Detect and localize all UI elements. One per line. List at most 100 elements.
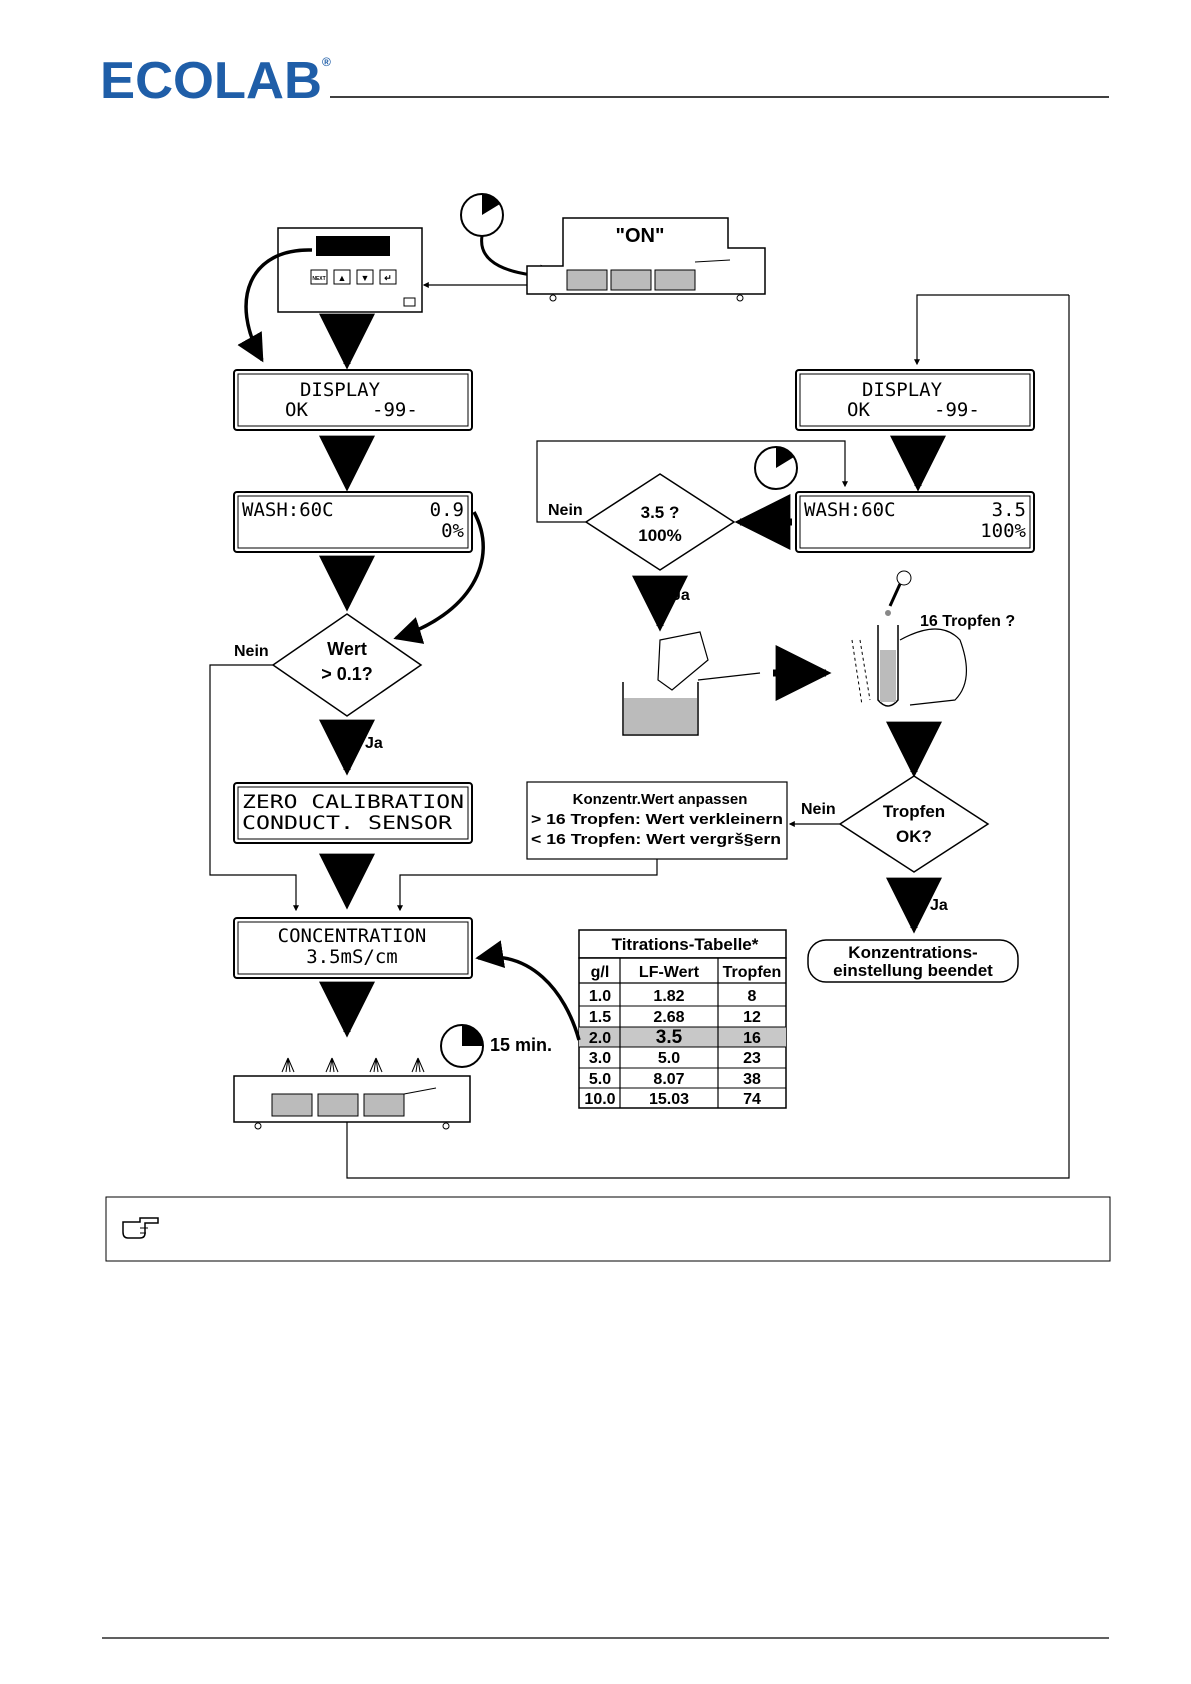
svg-text:3.5mS/cm: 3.5mS/cm — [306, 946, 398, 968]
controller-unit: NEXT ▲ ▼ ↵ — [277, 227, 423, 313]
svg-text:10.0: 10.0 — [584, 1091, 615, 1108]
svg-text:OK: OK — [847, 399, 870, 421]
check-no-label: Nein — [548, 502, 583, 519]
svg-text:3.5 ?: 3.5 ? — [641, 503, 680, 522]
end-box: Konzentrations- einstellung beendet — [807, 939, 1019, 983]
controller-keys: NEXT ▲ ▼ ↵ — [310, 269, 397, 285]
lcd-display-ok-right: DISPLAY OK -99- — [795, 369, 1035, 431]
svg-text:< 16 Tropfen: Wert vergrš§ern: < 16 Tropfen: Wert vergrš§ern — [531, 831, 781, 848]
svg-text:3.5: 3.5 — [992, 499, 1026, 521]
wert-yes-label: Ja — [365, 735, 383, 752]
svg-text:> 16 Tropfen: Wert verkleinern: > 16 Tropfen: Wert verkleinern — [531, 811, 783, 828]
svg-text:100%: 100% — [638, 526, 681, 545]
check-yes-label: Ja — [672, 587, 690, 604]
wert-no-path — [209, 664, 299, 912]
svg-text:0.9: 0.9 — [430, 499, 464, 521]
lcd-zero-calibration: ZERO CALIBRATION CONDUCT. SENSOR — [233, 782, 473, 844]
svg-text:DISPLAY: DISPLAY — [862, 379, 943, 401]
clock-icon-top — [460, 193, 504, 237]
svg-text:einstellung beendet: einstellung beendet — [833, 961, 993, 980]
svg-text:WASH:60C: WASH:60C — [242, 499, 334, 521]
lcd-wash-right: WASH:60C 3.5 100% — [795, 491, 1035, 553]
clock-icon-middle — [754, 446, 798, 490]
sample-beaker-illustration — [622, 631, 761, 736]
pointing-hand-icon — [122, 1217, 159, 1239]
svg-text:Tropfen: Tropfen — [883, 802, 945, 821]
svg-text:3.0: 3.0 — [589, 1050, 611, 1067]
svg-text:1.82: 1.82 — [653, 988, 684, 1005]
lcd-wash-left: WASH:60C 0.9 0% — [233, 491, 473, 553]
svg-text:8.07: 8.07 — [653, 1071, 684, 1088]
drops-question: 16 Tropfen ? — [920, 613, 1015, 630]
svg-text:DISPLAY: DISPLAY — [300, 379, 381, 401]
titration-table: Titrations-Tabelle* g/l LF-Wert Tropfen … — [578, 929, 787, 1109]
svg-text:CONCENTRATION: CONCENTRATION — [278, 925, 427, 947]
table-row-highlighted: 2.0 3.5 16 — [589, 1027, 761, 1048]
logo-text: ECOLAB — [100, 52, 322, 110]
svg-text:WASH:60C: WASH:60C — [804, 499, 896, 521]
svg-text:15.03: 15.03 — [649, 1091, 689, 1108]
svg-text:1.0: 1.0 — [589, 988, 611, 1005]
lcd-display-ok-left: DISPLAY OK -99- — [233, 369, 473, 431]
svg-text:23: 23 — [743, 1050, 761, 1067]
loop-into-right-display — [914, 294, 1069, 366]
svg-text:5.0: 5.0 — [658, 1050, 680, 1067]
decision-wert: Wert > 0.1? Nein Ja — [234, 613, 423, 752]
tropfen-no-label: Nein — [801, 801, 836, 818]
table-header: LF-Wert — [639, 964, 700, 981]
dishwasher-on: "ON" — [526, 217, 766, 302]
note-box — [105, 1196, 1111, 1262]
svg-text:12: 12 — [743, 1009, 761, 1026]
svg-text:38: 38 — [743, 1071, 761, 1088]
svg-text:-99-: -99- — [934, 399, 980, 421]
controller-to-display-curve — [237, 248, 313, 363]
controller-display — [316, 236, 390, 256]
table-row: 10.0 15.03 74 — [584, 1091, 761, 1108]
table-header: Tropfen — [723, 964, 782, 981]
svg-text:> 0.1?: > 0.1? — [321, 664, 373, 684]
tropfen-yes-label: Ja — [930, 897, 948, 914]
decision-value-check: 3.5 ? 100% Nein Ja — [548, 473, 736, 604]
wert-no-label: Nein — [234, 643, 269, 660]
svg-text:3.5: 3.5 — [656, 1027, 683, 1048]
adjust-to-concentration-arrow — [397, 859, 658, 912]
svg-text:Wert: Wert — [327, 639, 367, 659]
table-row: 1.0 1.82 8 — [589, 988, 757, 1005]
svg-text:NEXT: NEXT — [312, 276, 325, 282]
table-header: g/l — [591, 964, 610, 981]
decision-tropfen: Tropfen OK? Nein Ja — [801, 775, 990, 914]
timer-label: 15 min. — [490, 1035, 552, 1055]
table-row: 3.0 5.0 23 — [589, 1050, 761, 1067]
on-label: "ON" — [616, 225, 665, 247]
registered-mark: ® — [322, 55, 331, 69]
check-no-loop — [536, 440, 848, 523]
adjust-concentration-box: Konzentr.Wert anpassen > 16 Tropfen: Wer… — [526, 781, 788, 860]
svg-text:2.0: 2.0 — [589, 1030, 611, 1047]
svg-text:▲: ▲ — [338, 273, 347, 283]
clock-icon-15min: 15 min. — [440, 1024, 552, 1068]
table-row: 5.0 8.07 38 — [589, 1071, 761, 1088]
svg-text:5.0: 5.0 — [589, 1071, 611, 1088]
dishwasher-running — [233, 1057, 471, 1130]
svg-text:1.5: 1.5 — [589, 1009, 611, 1026]
pipette-test-tube-illustration: 16 Tropfen ? — [851, 570, 1015, 707]
svg-text:74: 74 — [743, 1091, 761, 1108]
lcd-concentration: CONCENTRATION 3.5mS/cm — [233, 917, 473, 979]
table-highlight-row — [579, 1027, 786, 1047]
svg-text:100%: 100% — [980, 520, 1026, 542]
svg-text:16: 16 — [743, 1030, 761, 1047]
svg-text:CONDUCT. SENSOR: CONDUCT. SENSOR — [242, 812, 453, 834]
svg-text:0%: 0% — [441, 520, 464, 542]
svg-text:OK?: OK? — [896, 827, 932, 846]
svg-text:OK: OK — [285, 399, 308, 421]
svg-text:-99-: -99- — [372, 399, 418, 421]
table-title: Titrations-Tabelle* — [612, 935, 759, 954]
wash-to-wert-curve — [393, 511, 485, 644]
svg-text:▼: ▼ — [361, 273, 370, 283]
svg-text:Konzentr.Wert anpassen: Konzentr.Wert anpassen — [573, 791, 748, 808]
svg-text:ZERO CALIBRATION: ZERO CALIBRATION — [242, 791, 464, 813]
svg-text:8: 8 — [748, 988, 757, 1005]
svg-text:Konzentrations-: Konzentrations- — [848, 943, 977, 962]
